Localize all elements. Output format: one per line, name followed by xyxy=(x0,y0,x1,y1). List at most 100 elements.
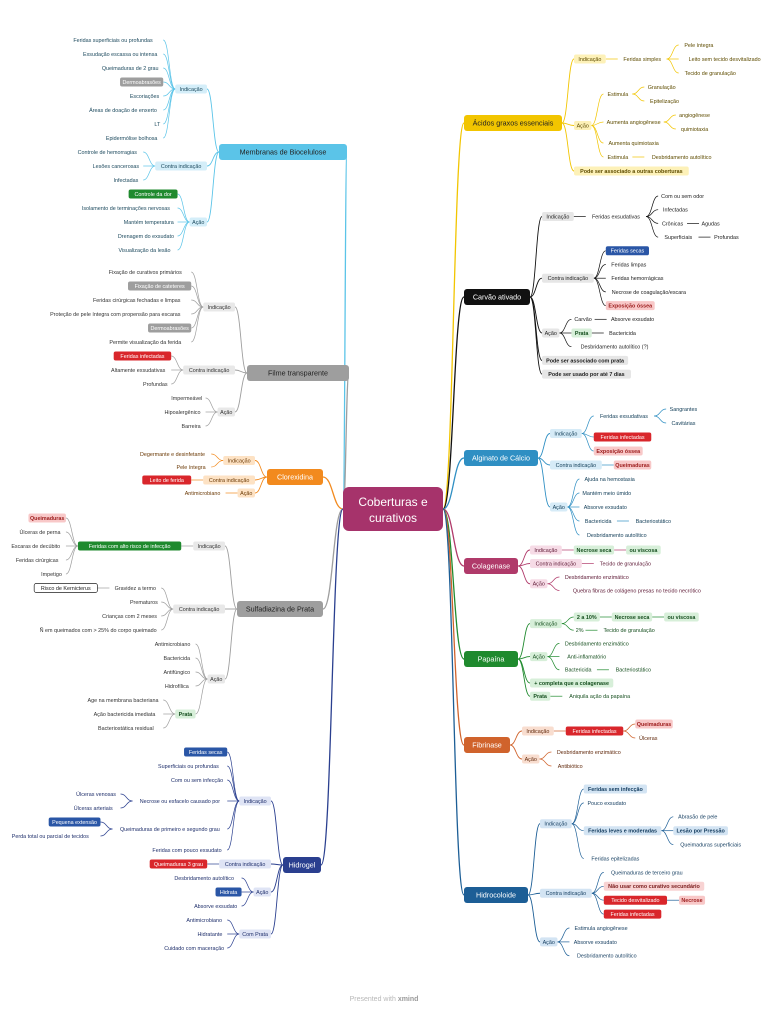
topic-feridas-infectadas-box[interactable] xyxy=(113,351,172,361)
topic-pequena-extensao-box[interactable] xyxy=(48,817,101,827)
topic-queimaduras-box[interactable] xyxy=(28,513,66,523)
category-indicacao-box[interactable] xyxy=(193,541,225,551)
topic-lesao-por-pressao-box[interactable] xyxy=(673,826,728,836)
category-contra-indicacao-box[interactable] xyxy=(550,460,602,470)
connector-line xyxy=(65,531,79,547)
main-topic-papaina[interactable]: Papaína xyxy=(464,651,518,667)
category-acao-box[interactable] xyxy=(237,488,255,498)
topic-dermoabrasoes-box[interactable] xyxy=(148,323,192,333)
topic-necrose-box[interactable] xyxy=(679,895,706,905)
topic-dermoabrasoes-box[interactable] xyxy=(120,77,164,87)
topic-exposicao-ossea-box[interactable] xyxy=(593,446,643,456)
category-indicacao-box[interactable] xyxy=(239,796,271,806)
topic-queimaduras-3-grau-box[interactable] xyxy=(149,859,208,869)
connector-line xyxy=(509,744,523,760)
category-contra-indicacao-box[interactable] xyxy=(183,365,235,375)
topic-prata-box[interactable] xyxy=(175,709,196,719)
topic-queimaduras-box[interactable] xyxy=(635,719,673,729)
category-indicacao-box[interactable] xyxy=(223,456,255,465)
connector-line xyxy=(226,800,240,851)
main-topic-label: Carvão ativado xyxy=(473,293,521,302)
category-pode-ser-associado-a-outras-coberturas-box[interactable] xyxy=(574,166,689,176)
category-contra-indicacao-box[interactable] xyxy=(173,604,225,614)
main-topic-colagenase[interactable]: Colagenase xyxy=(464,558,518,574)
topic-necrose-seca-box[interactable] xyxy=(573,545,615,555)
topic-feridas-secas-box[interactable] xyxy=(184,747,228,757)
category-completa-que-a-colagenase-box[interactable] xyxy=(530,678,614,688)
category-contra-indicacao-box[interactable] xyxy=(540,888,592,898)
topic-exposicao-ossea-box[interactable] xyxy=(605,301,655,311)
topic-feridas-sem-infeccao-box[interactable] xyxy=(583,784,647,794)
topic-feridas-infectadas-box[interactable] xyxy=(565,726,624,736)
category-acao-box[interactable] xyxy=(542,328,560,338)
category-pode-ser-usado-por-ate-7-dias-box[interactable] xyxy=(542,369,631,379)
connector-line xyxy=(65,545,79,575)
main-topic-clorexidina[interactable]: Clorexidina xyxy=(267,469,323,485)
main-topic-acidos[interactable]: Ácidos graxos essenciais xyxy=(464,115,562,131)
topic-feridas-leves-e-moderadas-box[interactable] xyxy=(583,826,662,836)
topic-leito-de-ferida-box[interactable] xyxy=(142,475,192,485)
category-contra-indicacao-box[interactable] xyxy=(155,161,207,171)
topic-risco-de-kernicterus-box[interactable] xyxy=(33,583,98,593)
main-topic-hidrogel[interactable]: Hidrogel xyxy=(283,857,321,873)
category-indicacao-box[interactable] xyxy=(574,54,606,64)
category-pode-ser-associado-com-prata-box[interactable] xyxy=(542,355,629,365)
main-topic-carvao[interactable]: Carvão ativado xyxy=(464,289,530,305)
category-indicacao-box[interactable] xyxy=(522,726,554,736)
main-topic-alginato[interactable]: Alginato de Cálcio xyxy=(464,450,538,466)
category-contra-indicacao-box[interactable] xyxy=(219,859,271,869)
category-indicacao-box[interactable] xyxy=(540,819,572,829)
connector-line xyxy=(561,58,575,124)
topic-hidrata-box[interactable] xyxy=(215,887,242,897)
topic-nao-usar-como-curativo-secundario-box[interactable] xyxy=(603,881,705,891)
category-acao-box[interactable] xyxy=(253,887,271,897)
topic-ou-viscosa-box[interactable] xyxy=(626,545,661,555)
topic-tecido-desvitalizado-box[interactable] xyxy=(603,895,668,905)
topic-feridas-com-alto-risco-de-infeccao-box[interactable] xyxy=(77,541,182,551)
topic-prata-box[interactable] xyxy=(571,328,592,338)
connector-line xyxy=(661,816,674,832)
topic-2-a-10-box[interactable] xyxy=(573,612,600,622)
category-prata-box[interactable] xyxy=(530,691,551,701)
topic-ou-viscosa-box[interactable] xyxy=(664,612,699,622)
category-indicacao-box[interactable] xyxy=(203,302,235,312)
category-contra-indicacao: Contra indicação xyxy=(225,862,265,868)
topic-necrose-seca-box[interactable] xyxy=(611,612,653,622)
main-topic-membranas[interactable]: Membranas de Biocelulose xyxy=(219,144,347,160)
category-acao-box[interactable] xyxy=(574,121,592,130)
category-acao-box[interactable] xyxy=(530,652,548,662)
topic-controle-da-dor-box[interactable] xyxy=(128,189,178,199)
topic-2: 2% xyxy=(576,628,584,634)
category-com-prata-box[interactable] xyxy=(239,929,271,939)
main-topic-fibrinase[interactable]: Fibrinase xyxy=(464,737,510,753)
category-acao-box[interactable] xyxy=(540,937,558,947)
main-topic-filme[interactable]: Filme transparente xyxy=(247,365,349,381)
topic-absorve-exsudato: Absorve exsudato xyxy=(574,940,617,946)
category-acao-box[interactable] xyxy=(522,754,540,764)
topic-fixacao-de-cateteres-box[interactable] xyxy=(128,281,192,291)
topic-feridas-com-pouco-exsudato: Feridas com pouco exsudato xyxy=(152,848,221,854)
category-acao-box[interactable] xyxy=(189,217,207,227)
category-indicacao-box[interactable] xyxy=(530,619,562,629)
central-topic[interactable]: Coberturas e curativos xyxy=(343,487,443,531)
category-indicacao-box[interactable] xyxy=(550,429,582,438)
category-contra-indicacao-box[interactable] xyxy=(542,273,594,283)
topic-feridas-secas-box[interactable] xyxy=(605,246,649,256)
category-acao-box[interactable] xyxy=(217,407,235,417)
connector-line xyxy=(646,216,659,238)
category-indicacao-box[interactable] xyxy=(542,212,574,222)
main-topic-sulfadiazina[interactable]: Sulfadiazina de Prata xyxy=(237,601,323,617)
topic-feridas-infectadas-box[interactable] xyxy=(603,909,662,919)
category-acao-box[interactable] xyxy=(207,674,225,684)
category-acao-box[interactable] xyxy=(550,502,568,512)
topic-queimaduras-box[interactable] xyxy=(613,460,652,470)
topic-feridas-infectadas-box[interactable] xyxy=(593,432,652,442)
category-indicacao-box[interactable] xyxy=(175,84,207,94)
category-contra-indicacao-box[interactable] xyxy=(530,559,582,568)
category-contra-indicacao-box[interactable] xyxy=(203,475,255,485)
category-acao-box[interactable] xyxy=(530,579,548,589)
category-indicacao-box[interactable] xyxy=(530,545,562,555)
connector-line xyxy=(162,88,176,139)
main-topic-hidrocoloide[interactable]: Hidrocoloide xyxy=(464,887,528,903)
category-contra-indicacao: Contra indicação xyxy=(536,561,576,567)
